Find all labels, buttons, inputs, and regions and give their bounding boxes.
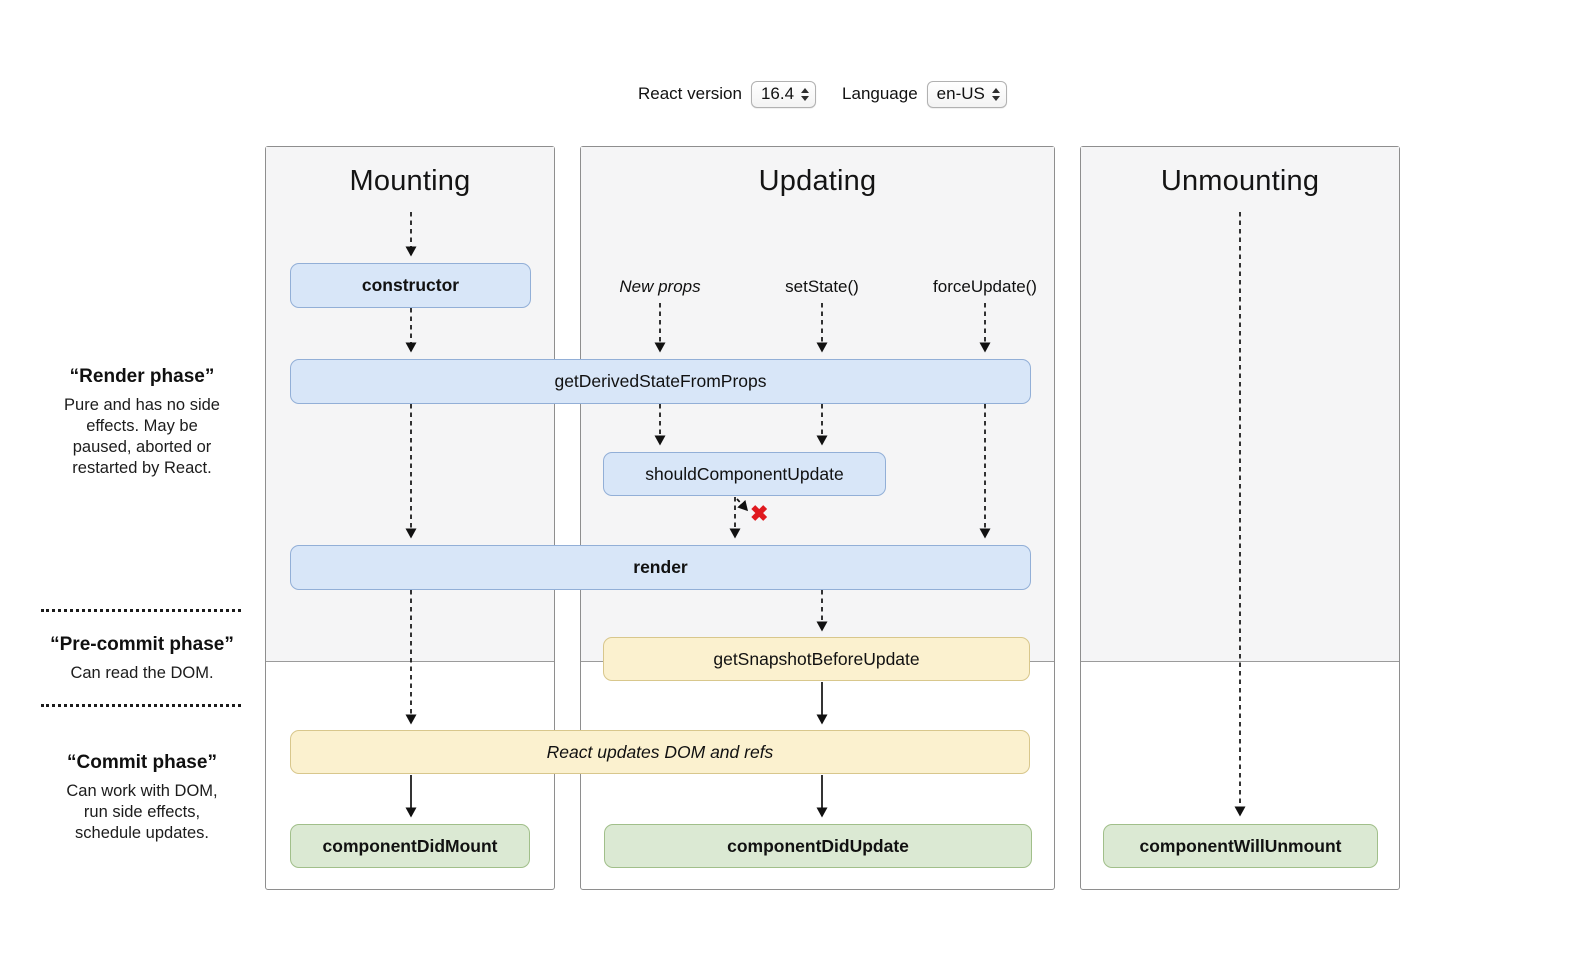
componentdidmount-box[interactable]: componentDidMount — [290, 824, 530, 868]
phase-desc-line: paused, aborted or — [72, 438, 212, 456]
commit-phase-label: “Commit phase” Can work with DOM, run si… — [30, 752, 254, 844]
render-phase-label: “Render phase” Pure and has no side effe… — [30, 366, 254, 479]
mounting-title: Mounting — [349, 165, 471, 197]
trigger-new-props: New props — [619, 277, 701, 296]
react-version-label: React version — [638, 84, 742, 103]
phase-desc-line: Can read the DOM. — [70, 664, 214, 682]
phase-separator — [41, 704, 241, 707]
componentwillunmount-box[interactable]: componentWillUnmount — [1103, 824, 1378, 868]
diagram-controls: React version 16.4 Language en-US — [638, 80, 1007, 108]
componentdidupdate-box[interactable]: componentDidUpdate — [604, 824, 1032, 868]
react-updates-dom-box: React updates DOM and refs — [290, 730, 1030, 774]
language-select[interactable]: en-US — [926, 80, 1007, 108]
select-stepper-icon — [801, 87, 810, 101]
trigger-setstate: setState() — [785, 277, 859, 296]
phase-desc-line: schedule updates. — [75, 824, 209, 842]
phase-title: “Render phase” — [69, 366, 215, 387]
skip-update-x-icon: ✖ — [750, 501, 769, 526]
updating-title: Updating — [758, 165, 877, 197]
render-phase-region — [1081, 147, 1399, 662]
pre-commit-phase-label: “Pre-commit phase” Can read the DOM. — [30, 634, 254, 684]
render-box[interactable]: render — [290, 545, 1031, 590]
trigger-forceupdate: forceUpdate() — [933, 277, 1037, 296]
select-stepper-icon — [991, 87, 1000, 101]
getsnapshotbeforeupdate-box[interactable]: getSnapshotBeforeUpdate — [603, 637, 1030, 681]
phase-desc-line: Pure and has no side — [64, 396, 220, 414]
mounting-column: Mounting — [265, 146, 555, 890]
phase-title: “Commit phase” — [67, 752, 217, 773]
phase-desc-line: Can work with DOM, — [66, 782, 218, 800]
phase-separator — [41, 609, 241, 612]
unmounting-column: Unmounting — [1080, 146, 1400, 890]
unmounting-title: Unmounting — [1160, 165, 1320, 197]
phase-desc-line: restarted by React. — [72, 459, 212, 477]
updating-column: Updating — [580, 146, 1055, 890]
language-label: Language — [842, 84, 918, 103]
react-version-select[interactable]: 16.4 — [750, 80, 817, 108]
phase-desc-line: run side effects, — [83, 803, 201, 821]
phase-title: “Pre-commit phase” — [50, 634, 234, 655]
react-version-value: 16.4 — [760, 84, 795, 103]
shouldcomponentupdate-box[interactable]: shouldComponentUpdate — [603, 452, 886, 496]
language-value: en-US — [936, 84, 985, 103]
phase-desc-line: effects. May be — [86, 417, 198, 435]
constructor-box[interactable]: constructor — [290, 263, 531, 308]
getderivedstatefromprops-box[interactable]: getDerivedStateFromProps — [290, 359, 1031, 404]
